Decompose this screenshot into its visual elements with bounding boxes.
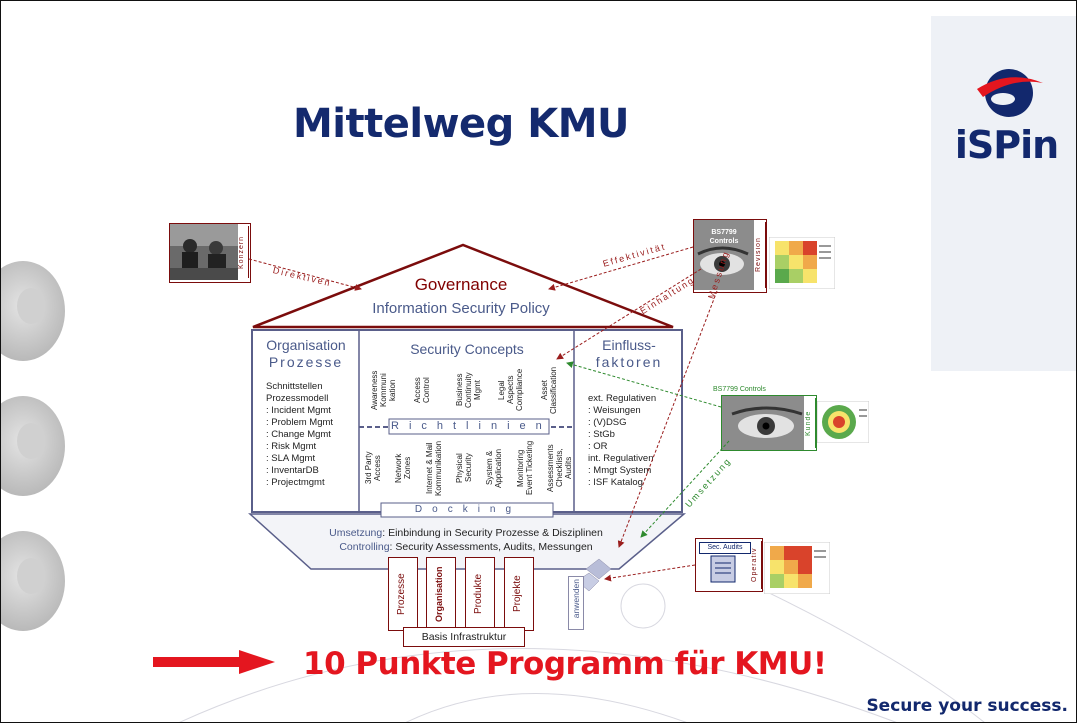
audits-card: Sec. Audits Operativ (695, 538, 763, 592)
docking-label: Docking (414, 504, 522, 515)
umsetzung-arrow (640, 440, 730, 538)
ispin-logo-icon (977, 69, 1043, 117)
pillar-produkte: Produkte (465, 557, 495, 631)
list-item: : ISF Katalog (588, 477, 643, 488)
umsetzung-line: Umsetzung: Einbindung in Security Prozes… (301, 527, 631, 539)
portrait-silhouettes-icon (1, 261, 65, 631)
controlling-label: Controlling (339, 541, 390, 553)
prozesse-title: Prozesse (268, 354, 344, 370)
list-item: : Change Mgmt (266, 429, 331, 440)
big-red-arrow-icon (153, 650, 275, 674)
controlling-line: Controlling: Security Assessments, Audit… (301, 541, 631, 553)
eye-photo-icon (722, 396, 804, 450)
tagline: Secure your success. (866, 696, 1068, 716)
list-item: : Incident Mgmt (266, 405, 331, 416)
umsetzung-label: Umsetzung (329, 527, 383, 539)
einhaltung-arrow (556, 268, 702, 360)
eye-photo-icon (694, 220, 754, 290)
list-item: : Weisungen (588, 405, 641, 416)
controlling-text: : Security Assessments, Audits, Messunge… (389, 541, 593, 553)
list-item: : StGb (588, 429, 615, 440)
list-item: : SLA Mgmt (266, 453, 316, 464)
faktoren-title: faktoren (595, 354, 663, 370)
kunde-card: Kunde (721, 395, 817, 451)
einfluss-heading: Einfluss- faktoren (576, 337, 682, 371)
document-icon (710, 555, 736, 583)
kunde-caption: BS7799 Controls (713, 386, 766, 393)
meeting-photo-icon (170, 224, 238, 280)
list-item: : Projectmgmt (266, 477, 325, 488)
governance-label: Governance (414, 275, 508, 294)
direktiven-arrow (248, 258, 362, 291)
list-item: : InventarDB (266, 465, 319, 476)
security-concepts-title: Security Concepts (410, 341, 524, 357)
effektivitaet-arrow (548, 246, 694, 291)
einfluss-title: Einfluss- (602, 337, 656, 353)
left-portrait-strip (1, 251, 71, 691)
organisation-title: Organisation (266, 337, 346, 353)
messung-arrow (617, 290, 718, 548)
umsetzung-text: : Einbindung in Security Prozesse & Disz… (382, 527, 603, 539)
anwenden-box: anwenden (568, 576, 584, 630)
konzern-card: Konzern (169, 223, 251, 283)
program-headline: 10 Punkte Programm für KMU! (303, 646, 827, 682)
policy-label: Information Security Policy (372, 300, 550, 317)
list-item: : OR (588, 441, 608, 452)
page-title: Mittelweg KMU (292, 101, 630, 147)
revision-card: BS7799 Controls Revision (693, 219, 767, 293)
list-item: ext. Regulativen (588, 393, 657, 404)
target-chart-icon (817, 401, 869, 443)
organisation-heading: Organisation Prozesse (254, 337, 358, 371)
list-item: : Problem Mgmt (266, 417, 334, 428)
basis-infrastruktur: Basis Infrastruktur (403, 627, 525, 647)
list-item: : Mmgt System (588, 465, 652, 476)
audits-caption: Sec. Audits (699, 542, 751, 554)
logo-wordmark: iSPin (954, 123, 1059, 167)
list-item: Prozessmodell (266, 393, 329, 404)
risk-matrix-icon (764, 542, 830, 594)
audits-arrow (604, 564, 696, 582)
list-item: int. Regulativen (588, 453, 654, 464)
einfluss-list: ext. Regulativen: Weisungen: (V)DSG: StG… (588, 393, 680, 489)
risk-matrix-icon (769, 237, 835, 289)
list-item: : (V)DSG (588, 417, 627, 428)
list-item: Schnittstellen (266, 381, 323, 392)
kunde-arrow (566, 361, 722, 408)
list-item: : Risk Mgmt (266, 441, 317, 452)
richtlinien-label: Richtlinien (391, 420, 552, 432)
revision-caption: BS7799 Controls (709, 229, 739, 245)
